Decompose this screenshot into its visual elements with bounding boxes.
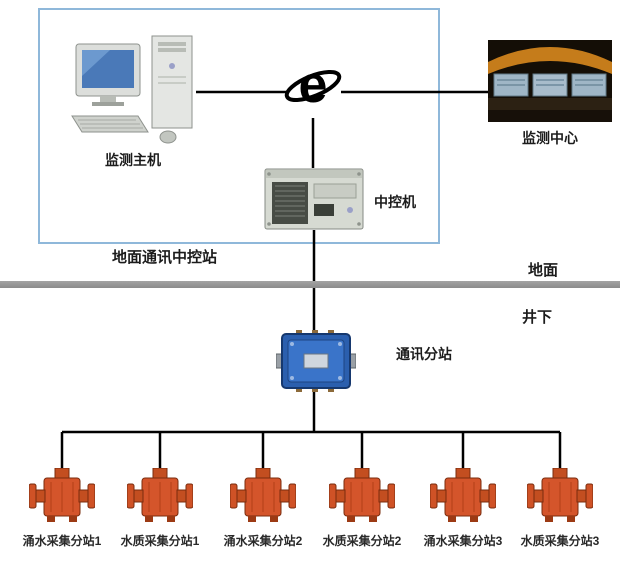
monitoring-host-image [68,34,198,146]
device-image-4 [329,468,395,524]
underground-label: 井下 [522,309,553,326]
comm-substation-image [276,330,356,392]
device-image-6 [527,468,593,524]
device-label-5: 涌水采集分站3 [423,534,503,548]
device-label-1: 涌水采集分站1 [22,534,102,548]
comm-substation-label: 通讯分站 [396,346,452,362]
svg-text:e: e [299,56,328,114]
monitoring-center-image [488,40,612,122]
monitoring-host-label: 监测主机 [105,152,161,168]
device-label-6: 水质采集分站3 [520,534,600,548]
device-label-2: 水质采集分站1 [120,534,200,548]
ground-station-frame [38,8,440,244]
central-control-label: 中控机 [374,194,416,210]
monitoring-center-label: 监测中心 [522,130,578,146]
surface-divider [0,281,620,288]
surface-label: 地面 [528,262,559,279]
central-control-image [264,168,364,230]
device-image-5 [430,468,496,524]
device-label-3: 涌水采集分站2 [223,534,303,548]
device-image-2 [127,468,193,524]
device-image-3 [230,468,296,524]
device-label-4: 水质采集分站2 [322,534,402,548]
device-image-1 [29,468,95,524]
ground-station-label: 地面通讯中控站 [112,249,218,266]
internet-e-icon: e [284,56,342,120]
desktop-computer-icon [71,35,193,144]
